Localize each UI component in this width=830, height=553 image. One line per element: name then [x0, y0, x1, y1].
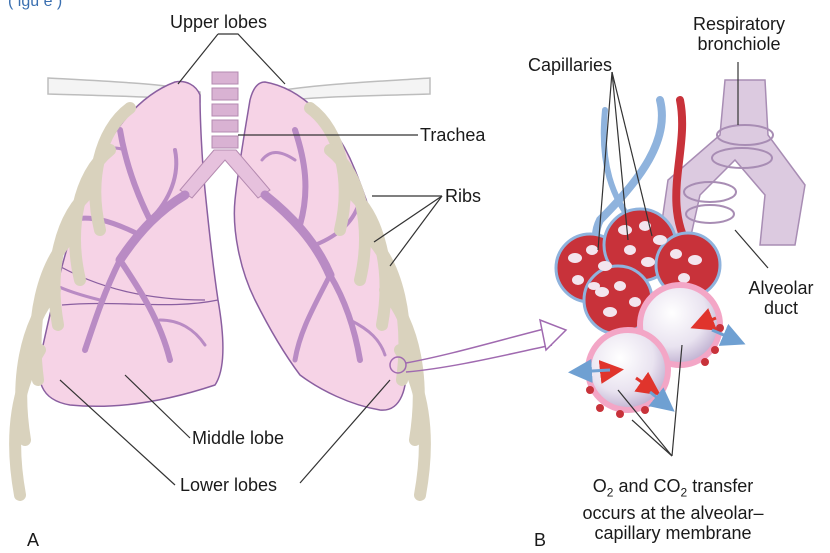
alveolar-duct-line1: Alveolar — [748, 278, 814, 298]
lower-lobes-label: Lower lobes — [180, 475, 277, 495]
trachea-label: Trachea — [420, 125, 485, 145]
respiratory-bronchiole-label: Respiratory bronchiole — [680, 14, 798, 54]
respiratory-bronchiole-line1: Respiratory — [680, 14, 798, 34]
gas-transfer-line2: occurs at the alveolar– — [568, 503, 778, 523]
alveolar-duct-label: Alveolar duct — [748, 278, 814, 318]
alveolar-duct-line2: duct — [748, 298, 814, 318]
transfer-text: transfer — [687, 476, 753, 496]
gas-transfer-line1: O2 and CO2 transfer — [568, 476, 778, 503]
panel-a-label: A — [27, 530, 39, 550]
and-co2-text: and CO — [613, 476, 680, 496]
gas-transfer-line3: capillary membrane — [568, 523, 778, 543]
capillaries-label: Capillaries — [528, 55, 612, 75]
respiratory-bronchiole-line2: bronchiole — [680, 34, 798, 54]
upper-lobes-label: Upper lobes — [170, 12, 267, 32]
ribs-label: Ribs — [445, 186, 481, 206]
panel-b-label: B — [534, 530, 546, 550]
figure-reference-tag: ( igu e ) — [8, 0, 62, 12]
o2-text: O — [593, 476, 607, 496]
middle-lobe-label: Middle lobe — [192, 428, 284, 448]
gas-transfer-caption: O2 and CO2 transfer occurs at the alveol… — [568, 476, 778, 543]
clavicles — [48, 78, 430, 102]
